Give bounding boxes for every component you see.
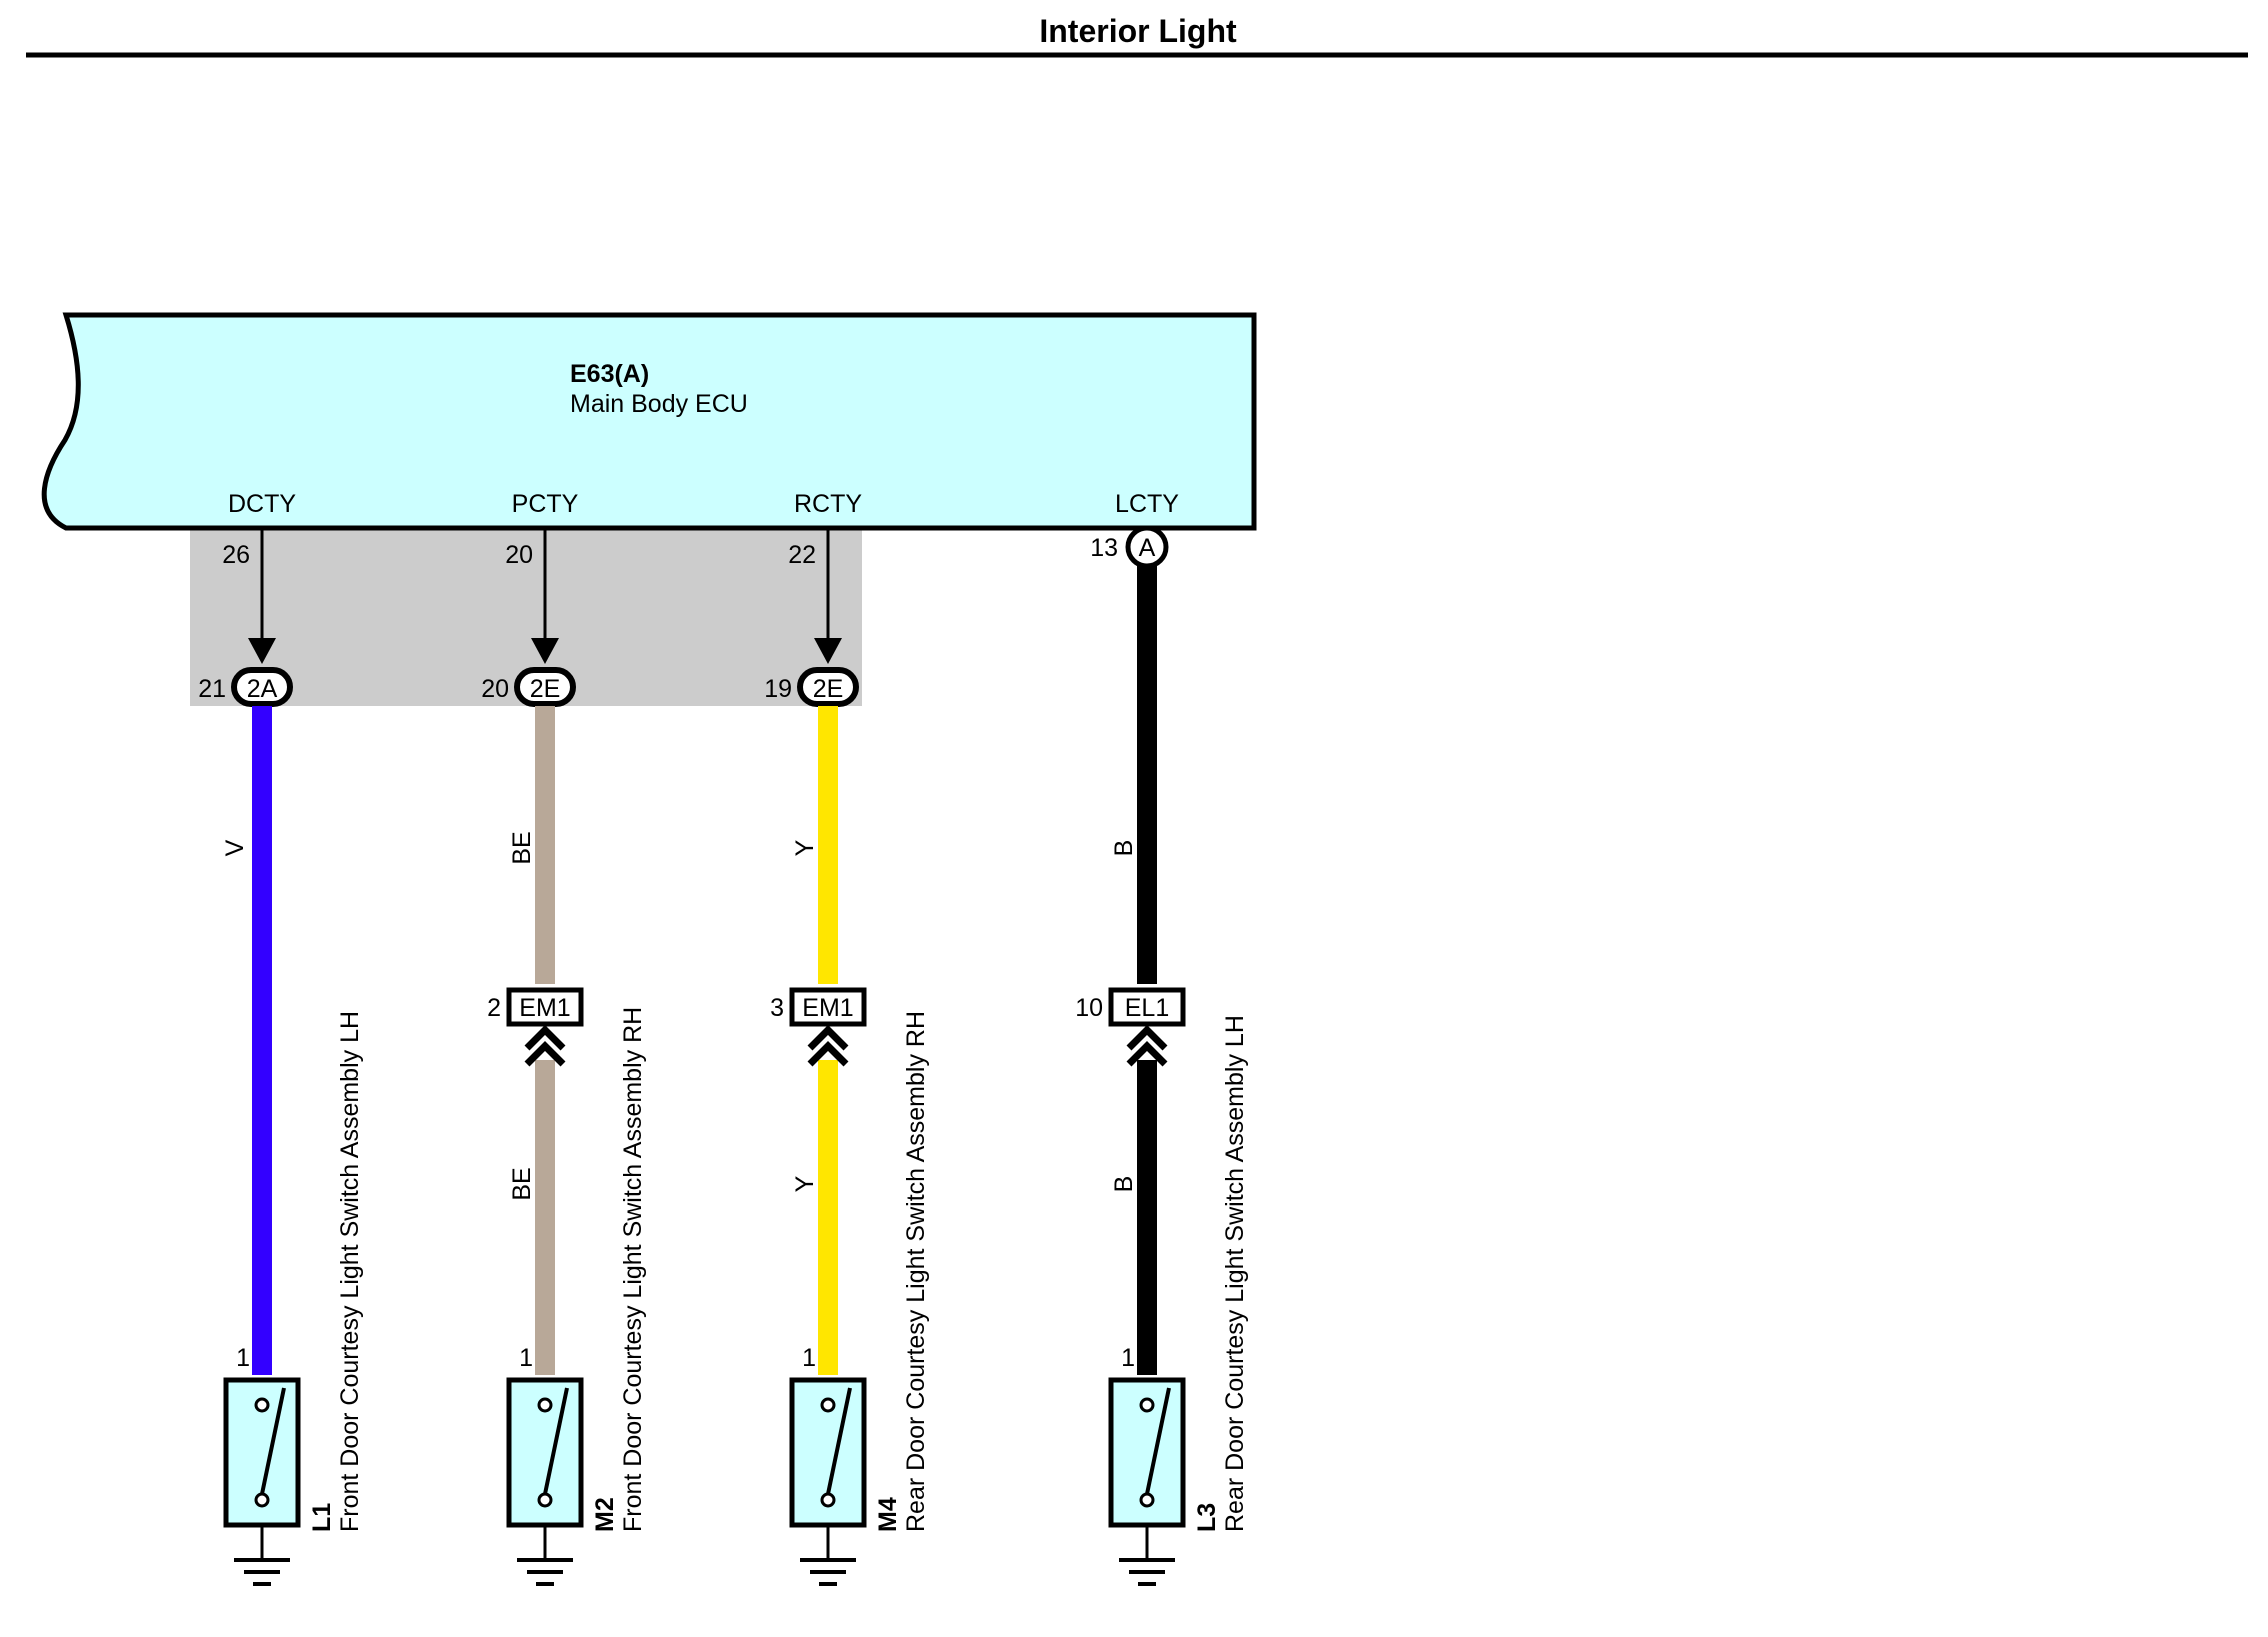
wire-label-b-upper: B — [1110, 840, 1138, 857]
switch-pin-m2: 1 — [519, 1344, 533, 1372]
ground-icon — [800, 1558, 856, 1586]
switch-m4 — [789, 1377, 867, 1586]
ground-icon — [1119, 1558, 1175, 1586]
inline-pin-el1-lcty: 10 — [1075, 994, 1103, 1022]
connector-chevron-icon — [1126, 1025, 1168, 1051]
junction-connector-2e: 2E — [514, 667, 576, 707]
switch-code-m2: M2 — [591, 1497, 619, 1532]
ecu-code: E63(A) — [570, 360, 649, 388]
inline-connector-em1: EM1 — [789, 987, 867, 1067]
svg-text:2E: 2E — [813, 675, 844, 703]
switch-contact-icon — [826, 1387, 852, 1495]
switch-name-m2: Front Door Courtesy Light Switch Assembl… — [619, 1007, 647, 1532]
switch-m2 — [506, 1377, 584, 1586]
connector-chevron-icon — [807, 1041, 849, 1067]
terminal-name-dcty: DCTY — [228, 490, 296, 518]
arrow-icon — [248, 638, 276, 664]
connector-chevron-icon — [1126, 1041, 1168, 1067]
wire-label-be-lower: BE — [508, 1167, 536, 1200]
ecu-pin-rcty: 22 — [788, 541, 816, 569]
ecu-pin-pcty: 20 — [505, 541, 533, 569]
switch-code-m4: M4 — [874, 1497, 902, 1532]
svg-text:EL1: EL1 — [1125, 994, 1169, 1022]
switch-code-l1: L1 — [308, 1503, 336, 1532]
junction-connector-2a: 2A — [231, 667, 293, 707]
terminal-name-lcty: LCTY — [1115, 490, 1179, 518]
junction-connector-2e: 2E — [797, 667, 859, 707]
switch-pin-l1: 1 — [236, 1344, 250, 1372]
terminal-name-rcty: RCTY — [794, 490, 862, 518]
ecu-pin-lcty: 13 — [1090, 534, 1118, 562]
inline-pin-em1-pcty: 2 — [487, 994, 501, 1022]
wire-label-b-lower: B — [1110, 1176, 1138, 1193]
ecu-name: Main Body ECU — [570, 390, 748, 418]
ecu-connector-a: A — [1125, 525, 1169, 569]
terminal-name-pcty: PCTY — [512, 490, 579, 518]
ground-icon — [517, 1558, 573, 1586]
switch-name-l3: Rear Door Courtesy Light Switch Assembly… — [1221, 1015, 1249, 1532]
junction-pin-20: 20 — [481, 675, 509, 703]
svg-text:EM1: EM1 — [802, 994, 853, 1022]
svg-text:EM1: EM1 — [519, 994, 570, 1022]
svg-text:A: A — [1139, 534, 1156, 562]
arrow-icon — [814, 638, 842, 664]
inline-connector-em1: EM1 — [506, 987, 584, 1067]
inline-pin-em1-rcty: 3 — [770, 994, 784, 1022]
switch-code-l3: L3 — [1193, 1503, 1221, 1532]
switch-pin-l3: 1 — [1121, 1344, 1135, 1372]
wire-label-v: V — [221, 839, 249, 856]
svg-text:2A: 2A — [247, 675, 278, 703]
switch-contact-icon — [543, 1387, 569, 1495]
switch-pin-m4: 1 — [802, 1344, 816, 1372]
wire-label-y-upper: Y — [791, 839, 819, 856]
ground-icon — [234, 1558, 290, 1586]
switch-l3 — [1108, 1377, 1186, 1586]
switch-contact-icon — [1145, 1387, 1171, 1495]
inline-connector-el1: EL1 — [1108, 987, 1186, 1067]
switch-l1 — [223, 1377, 301, 1586]
junction-pin-19: 19 — [764, 675, 792, 703]
connector-chevron-icon — [807, 1025, 849, 1051]
connector-chevron-icon — [524, 1025, 566, 1051]
connector-chevron-icon — [524, 1041, 566, 1067]
svg-text:2E: 2E — [530, 675, 561, 703]
arrow-icon — [531, 638, 559, 664]
switch-name-m4: Rear Door Courtesy Light Switch Assembly… — [902, 1011, 930, 1532]
ecu-pin-dcty: 26 — [222, 541, 250, 569]
wire-label-be-upper: BE — [508, 831, 536, 864]
ecu-body — [41, 312, 1257, 531]
junction-pin-21: 21 — [198, 675, 226, 703]
diagram-title: Interior Light — [1039, 13, 1237, 49]
switch-contact-icon — [260, 1387, 286, 1495]
wire-label-y-lower: Y — [791, 1175, 819, 1192]
switch-name-l1: Front Door Courtesy Light Switch Assembl… — [336, 1011, 364, 1532]
